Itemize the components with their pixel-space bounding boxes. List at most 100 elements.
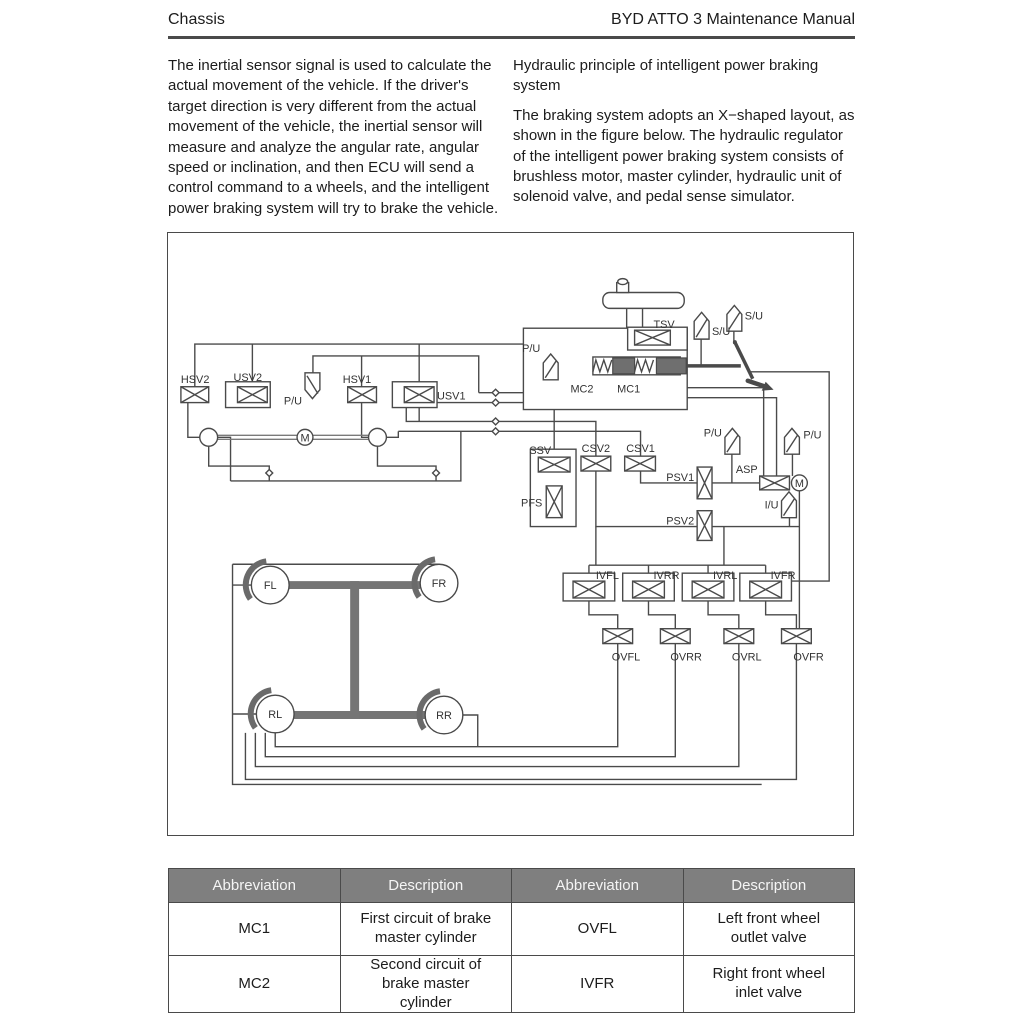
label-hsv1: HSV1: [343, 374, 372, 386]
pressure-unit-left: [304, 372, 321, 400]
master-cylinder: [592, 356, 741, 376]
cell-abbrev: MC2: [168, 954, 341, 1014]
spring-mc1: [633, 357, 655, 375]
label-csv1: CSV1: [626, 443, 655, 455]
abbreviation-table: Abbreviation Description Abbreviation De…: [168, 868, 855, 1014]
intro-paragraph-left: The inertial sensor signal is used to ca…: [168, 57, 499, 217]
valve-asp: [758, 475, 791, 491]
piston-mc1: [655, 357, 687, 375]
cell-abbrev: MC1: [168, 902, 341, 956]
label-fr: FR: [432, 578, 447, 590]
valve-csv2: [580, 455, 612, 472]
brake-pedal: [732, 340, 774, 391]
wheel-fl: [250, 565, 290, 605]
label-usv2: USV2: [234, 372, 263, 384]
col-header-description-1: Description: [339, 868, 512, 903]
pressure-unit-block: [542, 352, 559, 381]
label-pu-mid: P/U: [704, 427, 722, 439]
manual-title: BYD ATTO 3 Maintenance Manual: [611, 11, 855, 28]
cell-abbrev: OVFL: [511, 902, 684, 956]
motor-right: [790, 474, 809, 492]
label-ovfr: OVFR: [793, 651, 823, 663]
valve-ovrl: [723, 628, 755, 645]
cell-description: Right front wheel inlet valve: [682, 954, 855, 1014]
col-header-abbreviation-2: Abbreviation: [511, 868, 684, 903]
valve-tsv: [633, 329, 672, 346]
label-psv1: PSV1: [666, 472, 694, 484]
label-mc2: MC2: [570, 384, 593, 396]
valve-hsv2: [180, 386, 210, 404]
valve-usv2: [236, 386, 268, 404]
valve-ssv: [537, 456, 571, 473]
col-header-description-2: Description: [682, 868, 855, 903]
table-row: MC1 First circuit of brake master cylind…: [168, 902, 855, 956]
label-su2: S/U: [745, 310, 763, 322]
label-ssv: SSV: [529, 445, 552, 457]
caliper-fl: [242, 558, 267, 601]
pump-1: [199, 427, 219, 447]
label-hsv2: HSV2: [181, 374, 210, 386]
valve-ivfl: [572, 580, 606, 599]
hydraulic-principle-heading: Hydraulic principle of intelligent power…: [513, 57, 819, 95]
valve-csv1: [623, 455, 657, 472]
label-tsv: TSV: [653, 319, 675, 331]
cell-description: Left front wheel outlet valve: [682, 902, 855, 956]
label-ivrl: IVRL: [713, 570, 737, 582]
label-ovrr: OVRR: [670, 651, 702, 663]
label-ovfl: OVFL: [612, 651, 641, 663]
intelligent-unit: [780, 490, 798, 519]
hydraulic-diagram: HSV2 USV2 P/U HSV1 USV1 TSV P/U MC2 MC1 …: [167, 232, 854, 836]
pump-shaft: [217, 434, 370, 440]
piston-mc2: [612, 357, 636, 375]
pressure-unit-right: [783, 427, 801, 455]
table-header-row: Abbreviation Description Abbreviation De…: [168, 868, 855, 903]
header-rule: [168, 36, 855, 39]
intro-column-right: Hydraulic principle of intelligent power…: [513, 56, 857, 208]
label-ivfl: IVFL: [596, 570, 619, 582]
intro-paragraph-right: The braking system adopts an X−shaped la…: [513, 106, 855, 206]
valve-ivrl: [691, 580, 725, 599]
caliper-rl: [247, 687, 272, 730]
wheel-fr: [419, 563, 459, 603]
valve-ovrr: [659, 628, 691, 645]
label-psv2: PSV2: [666, 516, 694, 528]
axle-frame: [289, 581, 426, 719]
valve-ivfr: [749, 580, 783, 599]
junction-nodes: [264, 388, 501, 478]
valve-ivrr: [631, 580, 666, 599]
wheel-rr: [424, 695, 464, 735]
spring-mc2: [592, 357, 613, 375]
section-title: Chassis: [168, 11, 225, 28]
label-pu-block: P/U: [522, 343, 540, 355]
valve-psv2: [696, 509, 713, 542]
label-su1: S/U: [712, 326, 730, 338]
brake-fluid-reservoir: [602, 277, 685, 310]
sensor-unit-1: [693, 311, 710, 340]
diagram-labels: HSV2 USV2 P/U HSV1 USV1 TSV P/U MC2 MC1 …: [181, 310, 824, 722]
label-iu: I/U: [765, 500, 779, 512]
cell-description: Second circuit of brake master cylinder: [339, 954, 512, 1014]
label-mc1: MC1: [617, 384, 640, 396]
caliper-rr: [416, 688, 441, 731]
valve-ovfr: [780, 628, 812, 645]
label-pu-right: P/U: [803, 429, 821, 441]
label-rl: RL: [268, 709, 282, 721]
motor-left: [296, 428, 314, 446]
pressure-unit-mid: [724, 427, 741, 455]
label-motor-left: M: [300, 432, 309, 444]
label-csv2: CSV2: [582, 443, 611, 455]
hydraulic-diagram-canvas: HSV2 USV2 P/U HSV1 USV1 TSV P/U MC2 MC1 …: [180, 277, 830, 786]
label-ivrr: IVRR: [653, 570, 679, 582]
cell-abbrev: IVFR: [511, 954, 684, 1014]
valve-usv1: [403, 386, 435, 404]
label-pu-left: P/U: [284, 396, 302, 408]
label-ovrl: OVRL: [732, 651, 762, 663]
table-row: MC2 Second circuit of brake master cylin…: [168, 954, 855, 1014]
label-fl: FL: [264, 580, 277, 592]
label-usv1: USV1: [437, 391, 466, 403]
label-ivfr: IVFR: [771, 570, 796, 582]
pump-2: [367, 427, 388, 447]
col-header-abbreviation-1: Abbreviation: [168, 868, 341, 903]
caliper-fr: [411, 556, 436, 599]
